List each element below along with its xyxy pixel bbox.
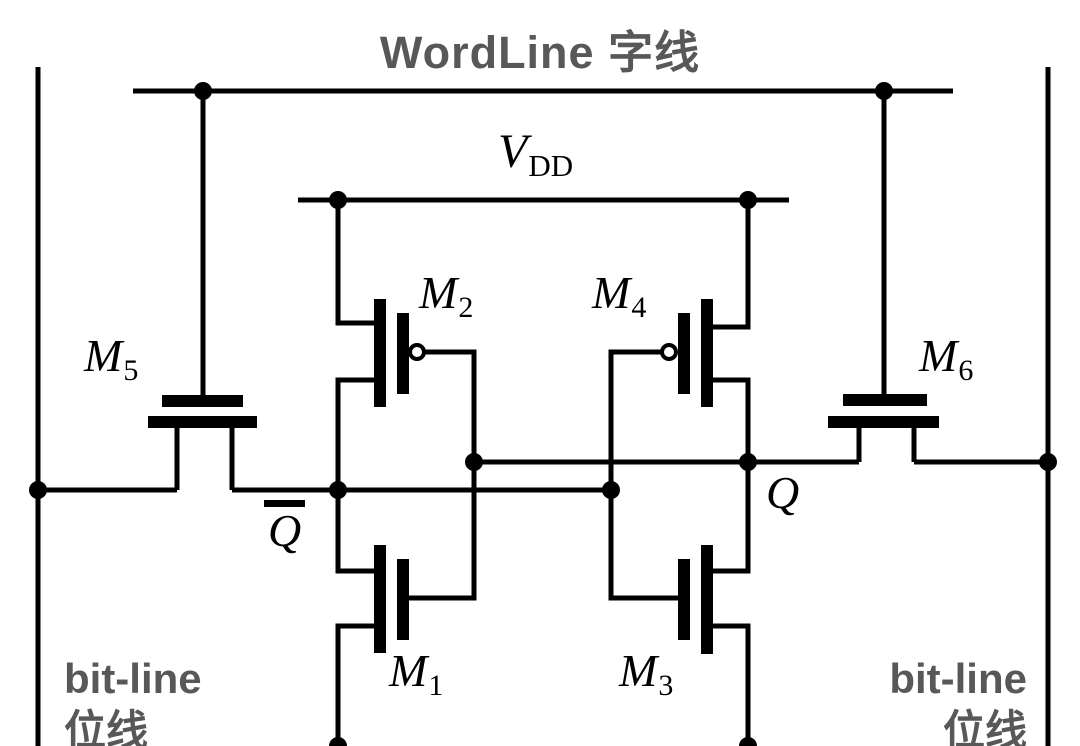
vdd-label: VDD (498, 125, 574, 183)
bitline-right-zh: 位线 (942, 707, 1027, 746)
junction-dot-m1-ground (329, 737, 347, 746)
bitline-right-label: bit-line 位线 (889, 653, 1027, 746)
junction-dot-wordline-m6 (875, 82, 893, 100)
wordline-title: WordLine 字线 (379, 27, 701, 78)
right-inverter-input-wire (608, 349, 678, 601)
bitline-left-zh: 位线 (64, 707, 149, 746)
m3-gate-bar (678, 559, 690, 640)
junction-dot-wordline-m5 (194, 82, 212, 100)
bitline-right-en: bit-line (889, 655, 1027, 702)
m4-channel-bar (701, 299, 713, 407)
m1-gate-bar (397, 559, 409, 640)
transistor-m5-label: M5 (84, 330, 139, 387)
left-inverter-input-wire (409, 349, 477, 601)
junction-dot-left-bitline (29, 481, 47, 499)
m4-source-wire (712, 200, 751, 330)
m3-source-wire (712, 623, 751, 746)
junction-dot-q-node (739, 453, 757, 471)
junction-dot-qbar-gate-tap (602, 481, 620, 499)
m5-gate-plate (162, 395, 243, 407)
m5-channel-plate (148, 416, 257, 428)
junction-dot-vdd-m2 (329, 191, 347, 209)
transistor-m3-label: M3 (619, 645, 674, 702)
junction-dot-qbar-node (329, 481, 347, 499)
qbar-node-wire (335, 377, 375, 574)
m4-pmos-bubble-icon (660, 343, 678, 361)
m3-channel-bar (701, 545, 713, 654)
m4-gate-bar (678, 313, 690, 394)
transistor-m6-label: M6 (919, 330, 974, 387)
junction-dot-right-bitline (1039, 453, 1057, 471)
bitline-left-label: bit-line 位线 (64, 653, 202, 746)
m2-pmos-bubble-icon (408, 343, 426, 361)
m6-gate-plate (843, 394, 927, 406)
junction-dot-vdd-m4 (739, 191, 757, 209)
node-q-label: Q (766, 467, 800, 518)
junction-dot-m3-ground (739, 737, 757, 746)
transistor-m4-label: M4 (592, 267, 647, 324)
q-node-wire (712, 377, 751, 574)
transistor-m2-label: M2 (419, 267, 474, 324)
m2-gate-bar (397, 313, 409, 394)
m2-source-wire (335, 200, 375, 326)
m6-channel-plate (828, 416, 939, 428)
transistor-m1-label: M1 (389, 645, 444, 702)
junction-dot-q-gate-tap (465, 453, 483, 471)
m1-source-wire (335, 623, 375, 746)
node-qbar-label: Q (264, 500, 306, 554)
bitline-left-en: bit-line (64, 655, 202, 702)
m2-channel-bar (374, 299, 386, 407)
m1-channel-bar (374, 545, 386, 653)
